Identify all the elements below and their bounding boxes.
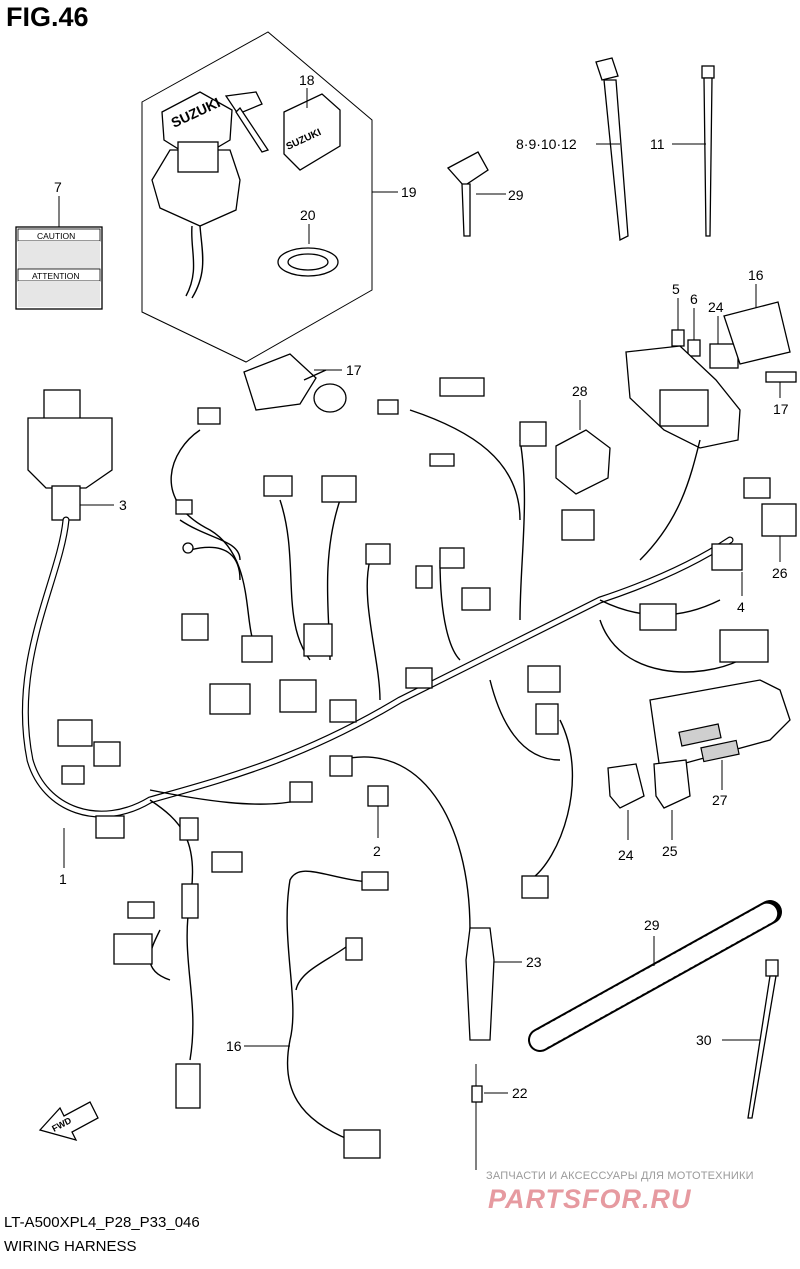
cable-ties-group: 8·9·10·12 11 — [516, 57, 715, 242]
callout-26: 27 — [712, 792, 728, 808]
callout-6: 6 — [690, 291, 698, 307]
callout-20: 23 — [526, 954, 542, 970]
callout-7: 7 — [54, 179, 62, 195]
ignition-switch-group: SUZUKI SUZUKI 18 20 19 — [141, 31, 417, 363]
sensor-20-21: 23 22 — [465, 927, 542, 1170]
watermark-line1: ЗАПЧАСТИ И АКСЕССУАРЫ ДЛЯ МОТОТЕХНИКИ — [486, 1170, 754, 1182]
callout-8-9-10-12: 8·9·10·12 — [516, 136, 577, 152]
callout-27: 28 — [572, 383, 588, 399]
bracket-covers: 27 24 25 — [607, 679, 791, 863]
callout-1: 1 — [59, 871, 67, 887]
fuse-relay-group: 5 6 24 16 17 — [625, 267, 797, 449]
callout-4: 4 — [737, 599, 745, 615]
callout-11: 11 — [650, 136, 665, 152]
callout-16: 17 — [346, 362, 362, 378]
figure-name: WIRING HARNESS — [4, 1238, 137, 1255]
figure-title: FIG.46 — [6, 2, 89, 32]
callout-14: 16 — [748, 267, 764, 283]
unit-27: 28 — [555, 383, 611, 495]
key-group: 29 — [446, 151, 524, 237]
tube-and-tie: 29 30 — [528, 900, 782, 1119]
callout-17: 19 — [401, 184, 417, 200]
connector-2: 2 — [367, 785, 389, 859]
callout-5: 5 — [672, 281, 680, 297]
callout-29: 29 — [644, 917, 660, 933]
callout-19: 20 — [300, 207, 316, 223]
callout-23: 24 — [618, 847, 634, 863]
callout-28: 29 — [508, 187, 524, 203]
socket-16: 17 — [243, 353, 362, 413]
callout-3: 3 — [119, 497, 127, 513]
callout-2: 2 — [373, 843, 381, 859]
callout-18: 18 — [299, 72, 315, 88]
fwd-arrow: FWD — [38, 1101, 99, 1142]
figure-code: LT-A500XPL4_P28_P33_046 — [4, 1214, 200, 1231]
callout-15: 17 — [773, 401, 789, 417]
watermark-logo: PARTSFOR.RU — [488, 1184, 692, 1214]
caution-label-group: CAUTION ATTENTION 7 — [15, 179, 103, 310]
callout-24: 25 — [662, 843, 678, 859]
callout-25: 26 — [772, 565, 788, 581]
callout-22: 24 — [708, 299, 724, 315]
callout-30: 30 — [696, 1032, 712, 1048]
callout-13: 16 — [226, 1038, 242, 1054]
sub-harness-13: 16 — [226, 870, 389, 1159]
main-harness: 3 — [21, 377, 797, 1109]
caution-text: CAUTION — [37, 231, 75, 241]
attention-text: ATTENTION — [32, 271, 80, 281]
callout-21: 22 — [512, 1085, 528, 1101]
